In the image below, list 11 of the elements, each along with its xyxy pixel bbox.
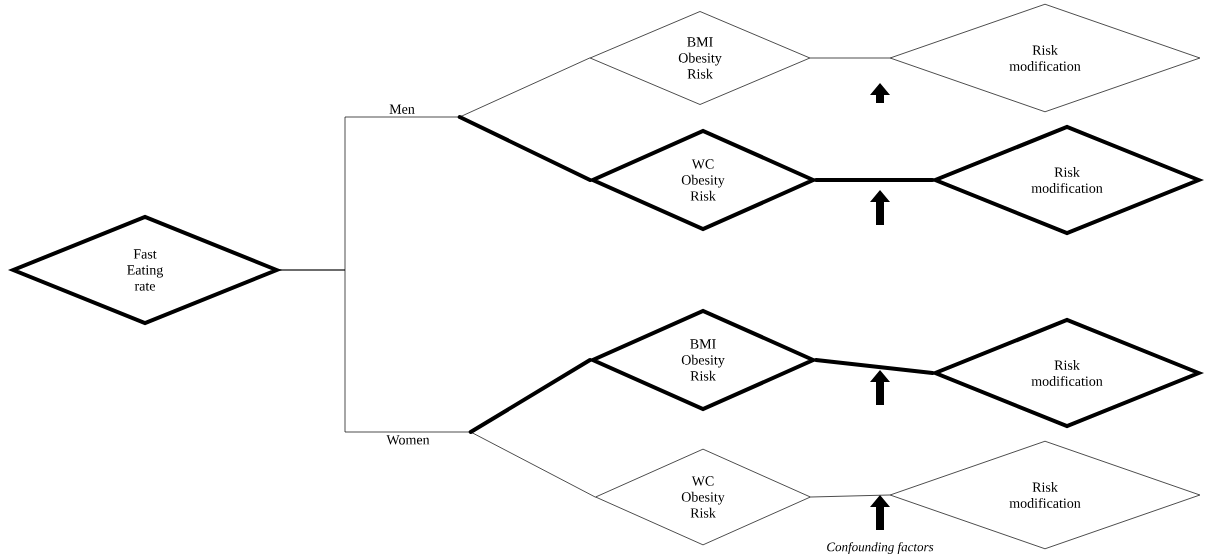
- connector-line: [459, 57, 590, 118]
- connector-line: [810, 494, 890, 498]
- connector-line: [279, 269, 472, 433]
- connector-line: [814, 358, 935, 375]
- connector-line: [814, 178, 935, 182]
- branch-label: Men: [389, 104, 415, 114]
- connector-line: [468, 358, 592, 434]
- connector-line: [810, 57, 890, 59]
- connector-line: [470, 431, 596, 498]
- branch-label: Women: [386, 435, 430, 445]
- connector-line: [457, 115, 592, 182]
